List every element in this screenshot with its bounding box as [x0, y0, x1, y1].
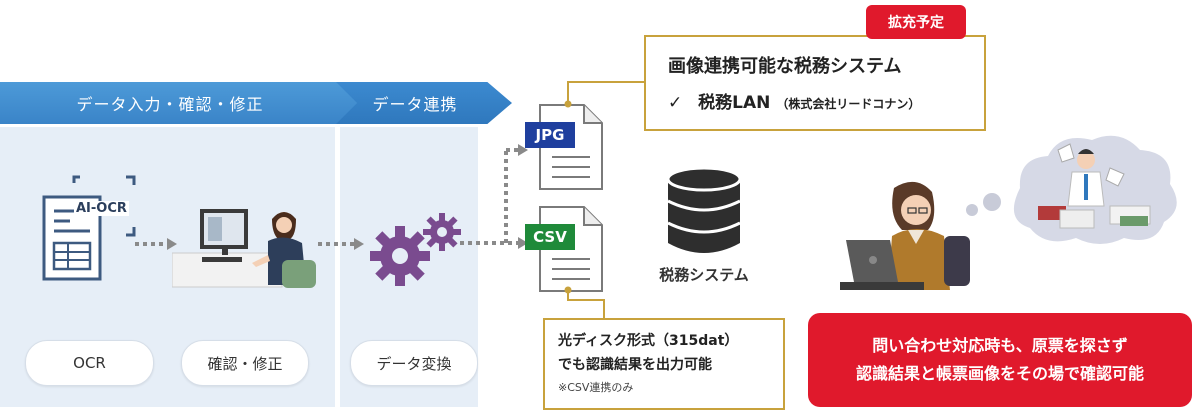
step-convert-pill: データ変換 — [350, 340, 478, 386]
bottom-info-box — [543, 318, 785, 410]
bottom-box-note: ※CSV連携のみ — [558, 381, 634, 394]
database-icon — [666, 166, 742, 253]
connector-jpg-to-top-box — [564, 81, 646, 108]
stage-banner-input — [0, 82, 360, 124]
top-box-item: ✓ 税務LAN （株式会社リードコナン） — [668, 88, 920, 113]
bottom-box-line1: 光ディスク形式（315dat） — [558, 333, 739, 349]
arrow-ocr-to-check — [135, 238, 177, 250]
check-icon: ✓ — [668, 93, 683, 113]
top-box-item-main: 税務LAN — [698, 93, 771, 113]
benefit-line2: 認識結果と帳票画像をその場で確認可能 — [855, 364, 1144, 383]
arrow-check-to-convert — [318, 238, 364, 250]
top-info-box — [644, 35, 986, 131]
ai-ocr-label: AI-OCR — [74, 201, 129, 216]
stage-label-link: データ連携 — [372, 95, 458, 114]
connector-csv-to-bottom-box — [564, 286, 605, 318]
jpg-badge: JPG — [525, 122, 575, 148]
expansion-planned-tag: 拡充予定 — [866, 5, 966, 39]
ai-ocr-document-icon — [42, 175, 136, 281]
csv-badge: CSV — [525, 224, 575, 250]
top-box-item-sub: （株式会社リードコナン） — [776, 97, 921, 111]
stage-banner-link — [336, 82, 512, 124]
gears-icon — [370, 213, 461, 286]
stage-label-input: データ入力・確認・修正 — [76, 95, 264, 114]
operator-at-computer-illustration — [172, 209, 316, 288]
arrow-convert-to-files — [460, 144, 528, 249]
top-box-title: 画像連携可能な税務システム — [668, 56, 902, 77]
database-label: 税務システム — [659, 266, 749, 284]
staff-at-laptop-illustration — [840, 181, 970, 290]
thought-bubble-illustration — [966, 135, 1177, 244]
step-check-pill: 確認・修正 — [181, 340, 309, 386]
step-ocr-pill: OCR — [25, 340, 154, 386]
bottom-box-line2: でも認識結果を出力可能 — [558, 357, 712, 373]
benefit-message-box: 問い合わせ対応時も、原票を探さず 認識結果と帳票画像をその場で確認可能 — [808, 313, 1192, 407]
benefit-line1: 問い合わせ対応時も、原票を探さず — [872, 336, 1128, 355]
